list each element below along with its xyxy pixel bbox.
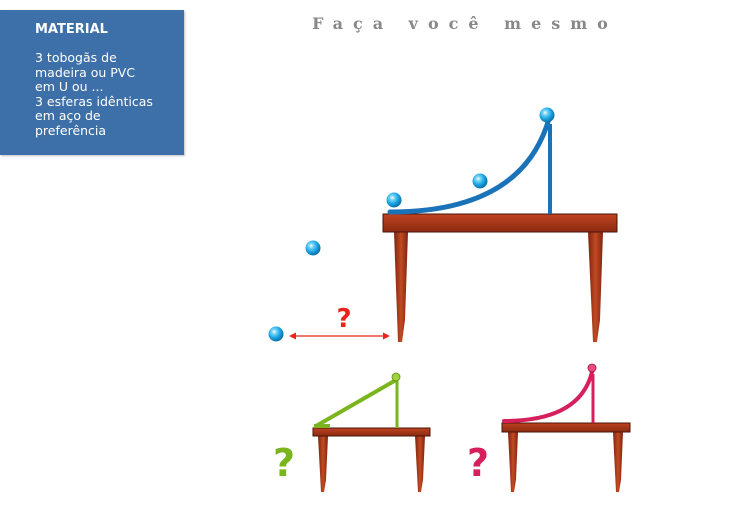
small-ball-magenta [587,363,597,373]
material-line: em U ou ... [35,79,104,94]
material-line: madeira ou PVC [35,64,136,80]
material-line: 3 tobogãs de [35,50,117,65]
material-panel: MATERIAL 3 tobogãs de madeira ou PVC em … [0,10,184,155]
steel-ball [386,192,402,208]
distance-arrow [289,332,390,340]
material-line: 3 esferas idênticas [35,93,153,109]
small-ball-green [391,372,401,382]
material-line: preferência [35,122,107,138]
material-heading: MATERIAL [35,22,108,37]
table-top [312,427,431,437]
steel-ball [472,173,488,189]
table-leg [394,232,408,342]
table-leg [318,436,328,492]
table-leg [508,432,518,492]
curved-ramp-magenta [502,370,595,423]
table-leg [613,432,623,492]
small-table-magenta [501,422,631,492]
small-table-green [312,427,431,492]
table-top [382,213,618,233]
steel-ball [305,240,321,256]
table-leg [588,232,603,342]
curved-slide-blue [387,119,552,215]
page-title: Faça você mesmo [312,14,618,33]
table-leg [415,436,425,492]
table-top [501,422,631,433]
steel-ball [268,326,284,342]
curve-question-mark: ? [467,441,489,485]
ramp-question-mark: ? [273,441,295,485]
straight-ramp-green [314,378,399,428]
material-line: em aço de [35,108,101,123]
distance-question-mark: ? [336,304,351,334]
steel-ball [539,107,555,123]
large-table [382,213,618,342]
